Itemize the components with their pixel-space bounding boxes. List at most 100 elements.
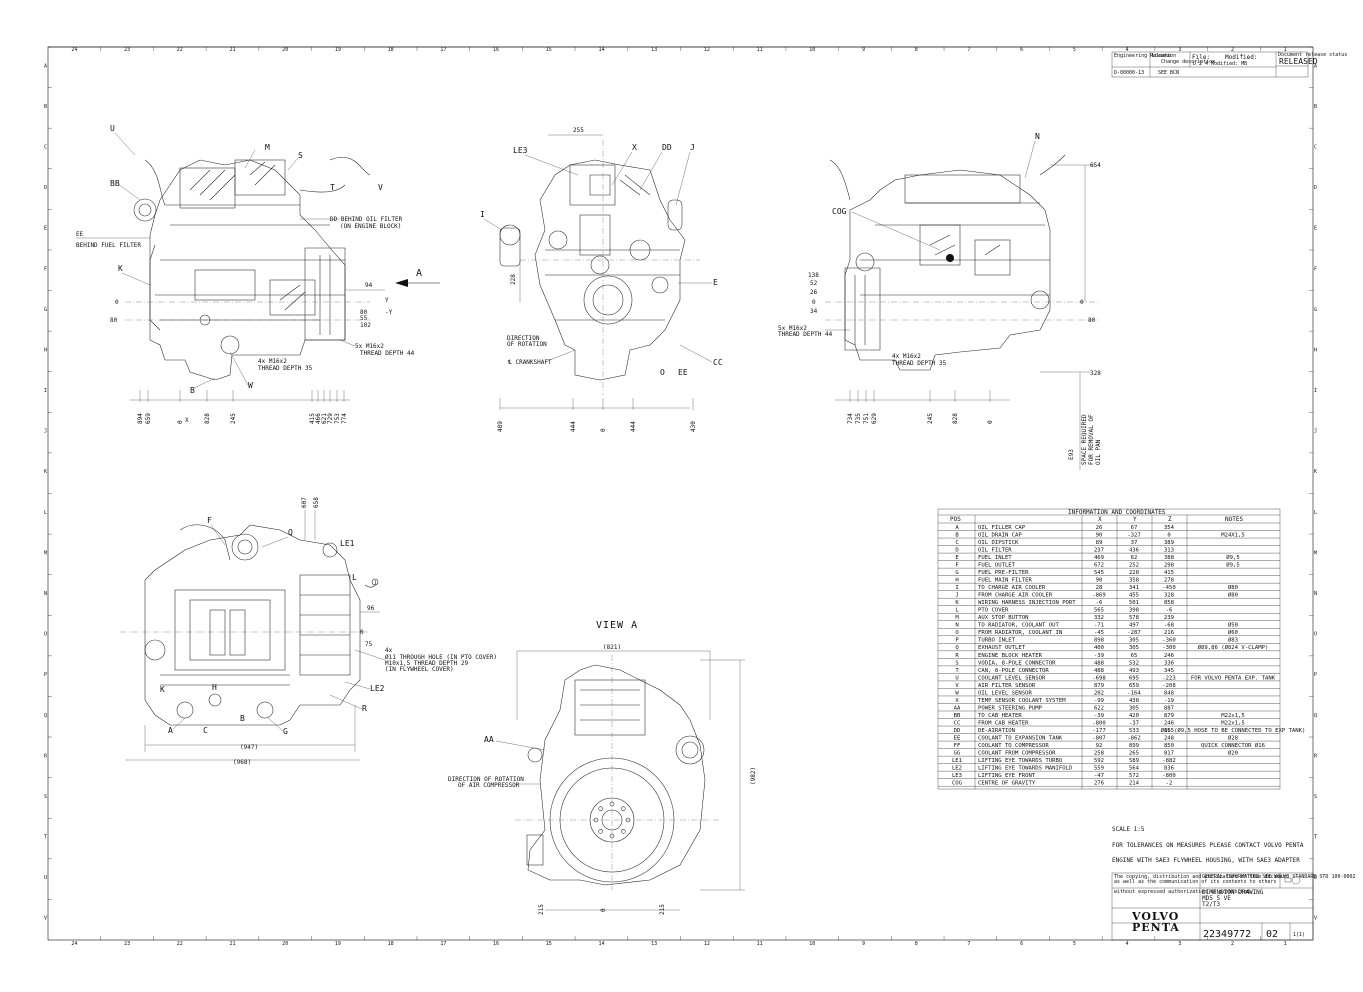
zone-bottom: 20 bbox=[282, 941, 288, 947]
table-cell: 572 bbox=[1129, 773, 1139, 779]
table-cell: X bbox=[955, 698, 959, 704]
thread-note-3: 5x M16x2 bbox=[778, 325, 807, 332]
table-cell: 237 bbox=[1094, 547, 1104, 553]
table-cell: 0 bbox=[1167, 532, 1170, 538]
label-t: T bbox=[330, 183, 335, 192]
table-cell: VODIA, 8-POLE CONNECTOR bbox=[978, 660, 1056, 666]
table-cell: 345 bbox=[1164, 668, 1174, 674]
table-cell: 848 bbox=[1164, 690, 1175, 696]
zone-top: 2 bbox=[1231, 47, 1234, 53]
dim-bottom: 621 bbox=[321, 413, 328, 424]
table-cell: 501 bbox=[1129, 600, 1139, 606]
table-cell: S bbox=[955, 660, 958, 666]
table-cell: 246 bbox=[1164, 720, 1174, 726]
table-cell: 898 bbox=[1094, 638, 1105, 644]
dim-821: (821) bbox=[603, 644, 621, 651]
zone-left: K bbox=[44, 469, 47, 475]
space-note-1: SPACE REQUIRED bbox=[1081, 414, 1088, 465]
dim-l-52: 52 bbox=[810, 280, 818, 287]
table-cell: -39 bbox=[1094, 653, 1104, 659]
table-cell: 855 bbox=[1164, 728, 1174, 734]
product-variant: T2/T3 bbox=[1202, 901, 1220, 908]
doc-type: DIMENSION DRAWING bbox=[1202, 889, 1264, 896]
label-r: R bbox=[362, 704, 367, 713]
table-cell: -39 bbox=[1094, 713, 1104, 719]
table-cell: LIFTING EYE FRONT bbox=[978, 773, 1036, 779]
table-cell: B bbox=[955, 532, 959, 538]
table-cell: Ø20 bbox=[1228, 750, 1238, 757]
label-ee: EE bbox=[76, 231, 84, 238]
dim-94: 94 bbox=[365, 282, 373, 289]
zone-left: A bbox=[44, 63, 47, 69]
compressor-note-1: DIRECTION OF ROTATION bbox=[448, 776, 524, 783]
zone-top: 5 bbox=[1073, 47, 1076, 53]
dim-l-0-3: 0 bbox=[812, 299, 816, 306]
dim-bottom: 245 bbox=[230, 413, 237, 424]
table-cell: -807 bbox=[1092, 735, 1105, 741]
dim-982: (982) bbox=[750, 767, 757, 785]
zone-right: H bbox=[1314, 347, 1317, 353]
label-f: F bbox=[207, 516, 212, 525]
table-cell: -45 bbox=[1094, 630, 1104, 636]
table-cell: Ø9,5 bbox=[1226, 562, 1239, 569]
table-cell: 858 bbox=[1164, 600, 1175, 606]
table-cell: M bbox=[955, 615, 959, 621]
zone-left: G bbox=[44, 307, 47, 313]
zone-top: 16 bbox=[493, 47, 499, 53]
table-cell: N bbox=[955, 623, 958, 629]
zone-top: 15 bbox=[546, 47, 552, 53]
table-cell: 214 bbox=[1129, 781, 1140, 787]
table-cell: Q bbox=[955, 645, 959, 651]
zone-left: B bbox=[44, 104, 47, 110]
table-cell: LIFTING EYE TOWARDS MANIFOLD bbox=[978, 766, 1073, 772]
table-cell: P bbox=[955, 638, 959, 644]
table-cell: FUEL OUTLET bbox=[978, 563, 1016, 569]
table-cell: 358 bbox=[1129, 578, 1140, 584]
zone-right: R bbox=[1314, 753, 1318, 759]
zone-top: 8 bbox=[915, 47, 918, 53]
table-cell: -800 bbox=[1162, 773, 1175, 779]
table-cell: FROM CHARGE AIR COOLER bbox=[978, 593, 1053, 599]
table-cell: M24X1,5 bbox=[1221, 532, 1245, 538]
dim-bottom: 444 bbox=[630, 421, 637, 432]
table-cell: 265 bbox=[1129, 751, 1139, 757]
zone-top: 23 bbox=[124, 47, 130, 53]
thread-note-4b: THREAD DEPTH 35 bbox=[892, 360, 947, 367]
zone-top: 18 bbox=[388, 47, 394, 53]
table-cell: TO CHARGE AIR COOLER bbox=[978, 585, 1046, 591]
table-cell: O bbox=[955, 630, 959, 636]
table-cell: 278 bbox=[1164, 578, 1175, 584]
table-cell: FOR VOLVO PENTA EXP. TANK bbox=[1191, 675, 1276, 681]
table-cell: FUEL PRE-FILTER bbox=[978, 570, 1029, 576]
table-cell: L bbox=[955, 608, 959, 614]
label-cog: COG bbox=[832, 207, 847, 216]
table-cell: -300 bbox=[1162, 645, 1175, 651]
dim-bottom: 828 bbox=[204, 413, 211, 424]
tolerance-note: FOR TOLERANCES ON MEASURES PLEASE CONTAC… bbox=[1112, 842, 1304, 849]
label-i: I bbox=[480, 210, 485, 219]
table-cell: EXHAUST OUTLET bbox=[978, 645, 1026, 651]
zone-bottom: 8 bbox=[915, 941, 918, 947]
zone-bottom: 22 bbox=[177, 941, 183, 947]
table-cell: 62 bbox=[1131, 555, 1138, 561]
table-cell: Ø83 bbox=[1228, 637, 1238, 644]
table-cell: 89 bbox=[1096, 540, 1103, 546]
table-cell: 28 bbox=[1096, 585, 1103, 591]
zone-right: F bbox=[1314, 266, 1317, 272]
zone-left: P bbox=[44, 672, 47, 678]
thread-note-2b: THREAD DEPTH 35 bbox=[258, 365, 313, 372]
dim-bottom: 489 bbox=[497, 421, 504, 432]
table-cell: 276 bbox=[1094, 781, 1104, 787]
label-g-top: G bbox=[283, 727, 288, 736]
table-cell: 532 bbox=[1129, 660, 1139, 666]
dim-l-34: 34 bbox=[810, 308, 818, 315]
label-k: K bbox=[118, 264, 123, 273]
table-cell: 67 bbox=[1131, 525, 1138, 531]
svg-text:Change description: Change description bbox=[1161, 59, 1215, 65]
svg-text:without expressed authorizatio: without expressed authorization is prohi… bbox=[1114, 889, 1252, 895]
label-le2: LE2 bbox=[370, 684, 385, 693]
zone-right: M bbox=[1314, 550, 1317, 556]
table-cell: 90 bbox=[1096, 578, 1103, 584]
table-cell: D bbox=[955, 547, 959, 553]
table-cell: 695 bbox=[1129, 675, 1139, 681]
